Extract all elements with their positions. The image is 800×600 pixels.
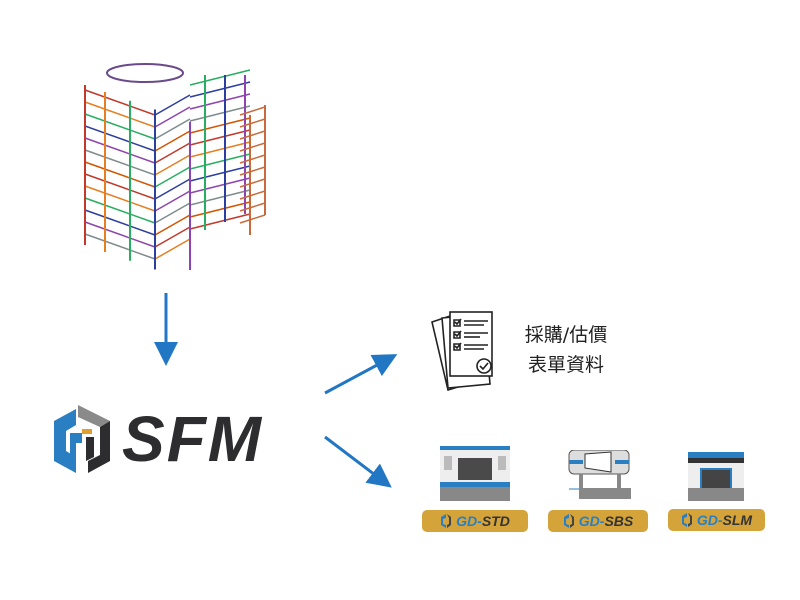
badge-gd-slm: GD-SLM — [668, 509, 765, 531]
structural-member — [84, 221, 156, 248]
structural-member — [84, 185, 156, 212]
structural-member — [84, 197, 156, 224]
sfm-logo-text: SFM — [122, 403, 264, 475]
structural-member — [84, 89, 156, 116]
structural-member — [84, 173, 156, 200]
structural-member — [189, 213, 251, 230]
structural-member — [239, 106, 266, 116]
structural-member — [84, 161, 156, 188]
structural-member — [189, 141, 251, 158]
structural-member — [189, 201, 251, 218]
structural-member — [239, 118, 266, 128]
structural-member — [154, 106, 191, 128]
structural-member — [84, 125, 156, 152]
structural-member — [239, 178, 266, 188]
structural-member — [189, 177, 251, 194]
structural-member — [189, 129, 251, 146]
structural-member — [239, 190, 266, 200]
structural-member — [239, 202, 266, 212]
structural-member — [154, 142, 191, 164]
structural-member — [189, 69, 251, 86]
structural-member — [154, 166, 191, 188]
structural-member — [84, 137, 156, 164]
structural-member — [154, 154, 191, 176]
document-label-line2: 表單資料 — [527, 354, 604, 376]
structural-member — [154, 214, 191, 236]
gd-logo-icon — [441, 514, 452, 528]
structural-member — [189, 117, 251, 134]
arrow-to-machines — [324, 435, 392, 488]
gd-logo-icon — [563, 514, 574, 528]
document-label-line1: 採購/估價 — [524, 324, 608, 346]
structural-member — [189, 165, 251, 182]
badge-suffix: STD — [481, 513, 510, 529]
structural-member — [84, 101, 156, 128]
structural-member — [84, 149, 156, 176]
checklist-document-icon — [431, 311, 493, 392]
sfm-logo-mark-icon — [54, 405, 110, 473]
machine-gd-std-image — [440, 446, 510, 501]
structural-member — [189, 153, 251, 170]
structural-member — [154, 118, 191, 140]
arrow-to-document — [324, 354, 398, 395]
building-3d-model — [84, 63, 266, 270]
machine-gd-sbs-image — [568, 450, 631, 499]
badge-prefix: GD- — [696, 512, 723, 528]
badge-prefix: GD- — [456, 513, 482, 529]
structural-member — [239, 166, 266, 176]
structural-member — [154, 130, 191, 152]
structural-member — [189, 105, 251, 122]
structural-member — [239, 130, 266, 140]
gd-logo-icon — [681, 513, 692, 527]
structural-member — [154, 238, 191, 260]
roof-dome — [106, 63, 184, 83]
structural-member — [154, 202, 191, 224]
structural-member — [154, 178, 191, 200]
structural-member — [84, 209, 156, 236]
badge-gd-std: GD-STD — [422, 510, 528, 532]
structural-member — [154, 226, 191, 248]
structural-member — [154, 94, 191, 116]
output-document-label: 採購/估價 表單資料 — [518, 320, 614, 380]
badge-gd-sbs: GD-SBS — [548, 510, 648, 532]
structural-member — [84, 233, 156, 260]
structural-member — [189, 93, 251, 110]
badge-suffix: SLM — [722, 512, 753, 528]
badge-prefix: GD- — [578, 513, 605, 529]
sfm-logo: SFM — [52, 402, 263, 476]
structural-member — [239, 214, 266, 224]
structural-member — [189, 81, 251, 98]
structural-member — [189, 189, 251, 206]
structural-member — [84, 113, 156, 140]
structural-member — [239, 142, 266, 152]
badge-suffix: SBS — [604, 513, 634, 529]
structural-member — [239, 154, 266, 164]
machine-gd-slm-image — [688, 452, 744, 501]
structural-member — [154, 190, 191, 212]
